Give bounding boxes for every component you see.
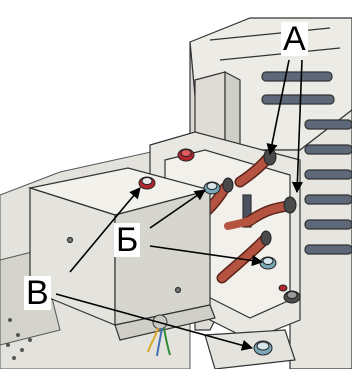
arrow-b-1 — [149, 189, 206, 229]
label-v: В — [24, 274, 51, 312]
label-a: А — [281, 20, 308, 58]
arrow-a-2 — [291, 59, 303, 194]
screws — [138, 148, 301, 356]
leader-arrows — [55, 59, 303, 351]
mounting-foot — [204, 329, 296, 369]
screw-blue-upper — [203, 181, 221, 195]
arrow-a-1 — [266, 59, 290, 156]
screw-blue-lower — [259, 256, 277, 270]
screw-dark-right — [283, 290, 301, 304]
screw-red-box — [138, 176, 156, 190]
arrow-b-2 — [149, 245, 264, 267]
screw-small-right — [278, 284, 288, 292]
screw-foot — [253, 340, 273, 356]
arrow-v-1 — [69, 187, 141, 273]
wire-grommets — [222, 148, 297, 246]
screw-red-top — [177, 148, 195, 162]
arrow-v-2 — [55, 293, 254, 351]
label-b: Б — [114, 221, 141, 259]
